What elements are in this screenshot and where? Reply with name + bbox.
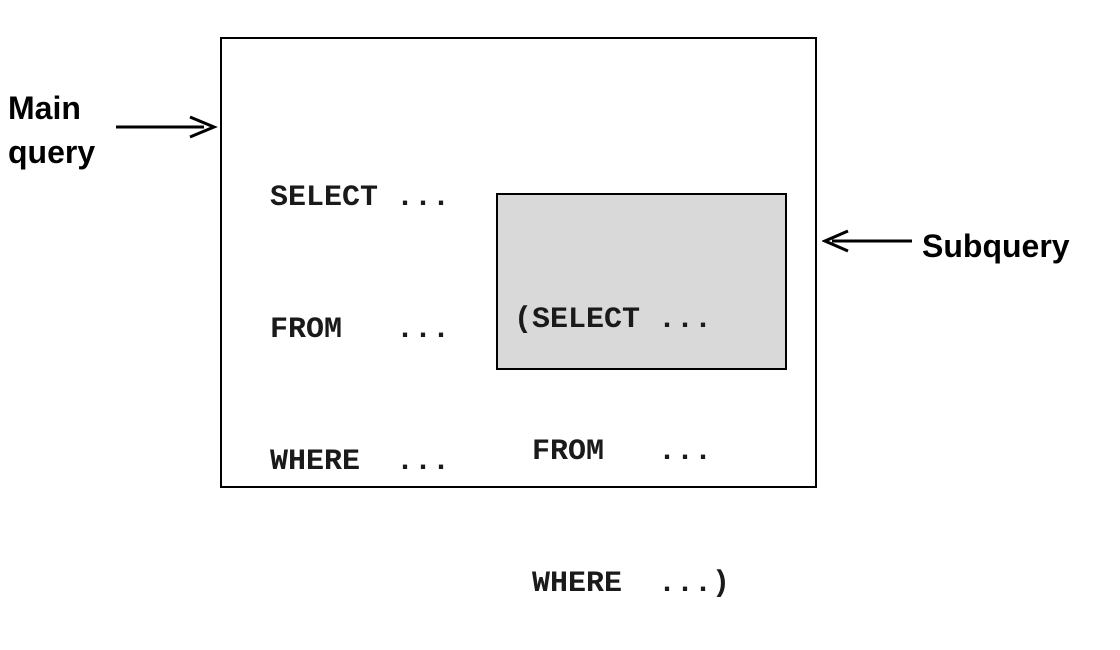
main-query-label-line2: query	[8, 134, 96, 170]
subquery-label: Subquery	[922, 228, 1070, 264]
subquery-line-from: FROM ...	[514, 435, 713, 469]
main-query-line-from: FROM ...	[270, 313, 451, 347]
subquery-box	[496, 193, 787, 370]
main-query-label: Main query	[8, 86, 95, 174]
subquery-line-select: (SELECT ...	[514, 303, 713, 337]
subquery-line-where: WHERE ...)	[514, 567, 731, 601]
subquery-code: (SELECT ... FROM ... WHERE ...)	[514, 210, 730, 650]
main-query-label-line1: Main	[8, 90, 81, 126]
main-query-code: SELECT ... FROM ... WHERE ...	[270, 88, 450, 528]
main-query-arrow-icon	[116, 115, 218, 139]
subquery-arrow-icon	[822, 229, 912, 253]
main-query-line-where: WHERE ...	[270, 445, 451, 479]
main-query-line-select: SELECT ...	[270, 181, 451, 215]
